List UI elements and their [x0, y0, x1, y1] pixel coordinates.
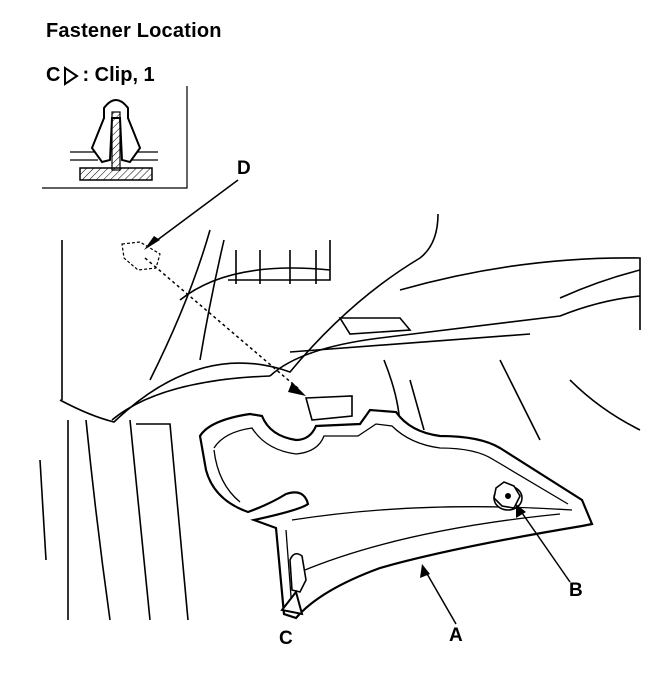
- callout-d-label: D: [237, 158, 251, 179]
- clip-detail-inset: [42, 86, 188, 189]
- legend-text: : Clip, 1: [82, 64, 155, 86]
- vehicle-interior-outline: [39, 213, 641, 621]
- callout-a-label: A: [449, 625, 463, 646]
- clip-c: [280, 552, 307, 616]
- legend-letter: C: [46, 64, 61, 86]
- cover-panel-a: [198, 408, 594, 620]
- callout-b-label: B: [569, 580, 583, 601]
- page-title: Fastener Location: [46, 20, 222, 42]
- fastener-legend: C : Clip, 1: [46, 64, 155, 87]
- clip-b: [493, 481, 523, 511]
- triangle-outline-icon: [63, 65, 80, 86]
- callout-c-label: C: [279, 628, 293, 649]
- callout-leaders: [420, 504, 571, 625]
- retainer-block: [304, 395, 353, 421]
